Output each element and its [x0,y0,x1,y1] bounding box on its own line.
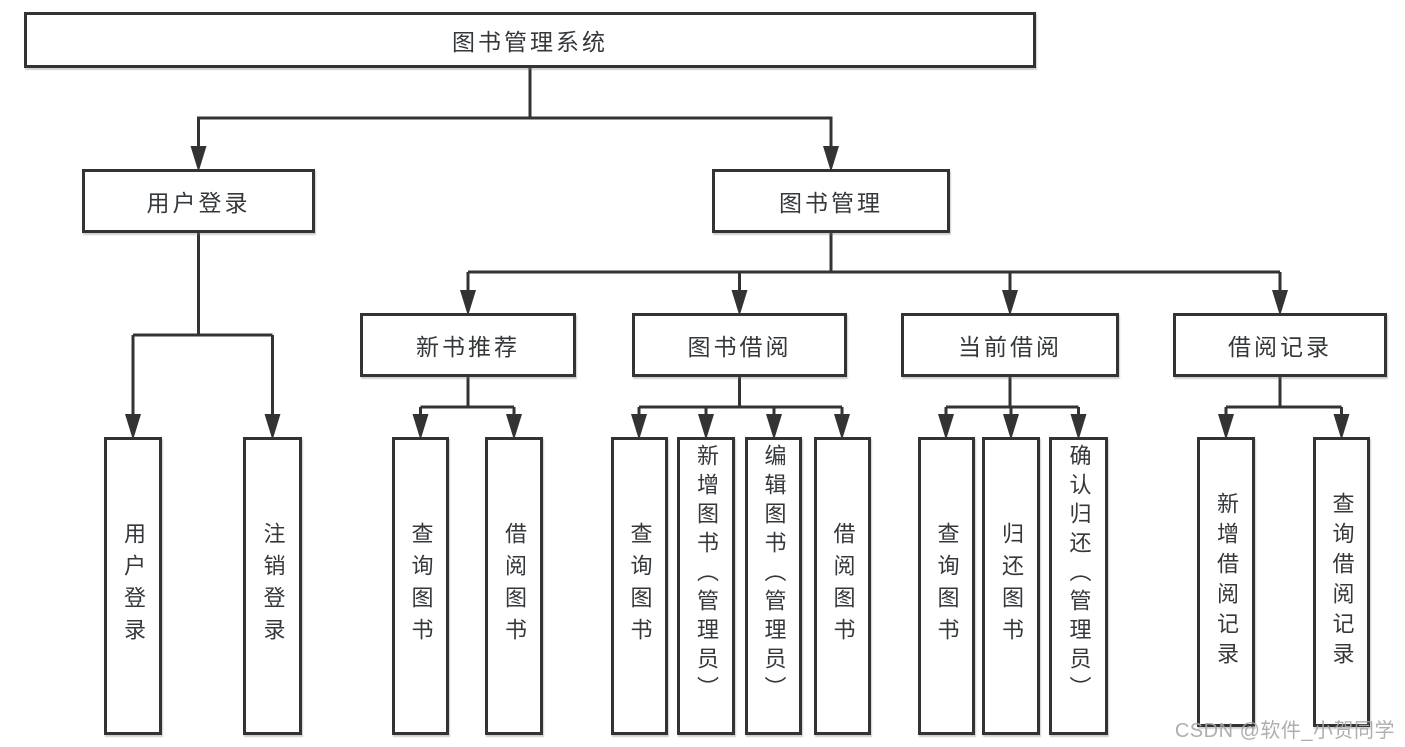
leaf-logout-label: 注销登录 [260,522,286,650]
leaf-add-book-admin: 新增图书（管理员） [677,437,735,735]
leaf-query-borrow-record-label: 查询借阅记录 [1329,492,1355,672]
node-book-borrow-label: 图书借阅 [687,334,792,360]
connector-current-borrow-to-leaves [938,377,1087,440]
connector-book-management-to-level3 [460,233,1288,316]
leaf-borrow-books-borrow-label: 借阅图书 [830,522,856,650]
node-new-book-recommend-label: 新书推荐 [416,334,520,360]
leaf-query-borrow-record: 查询借阅记录 [1313,437,1370,727]
leaf-add-book-admin-label: 新增图书（管理员） [694,444,719,705]
leaf-borrow-books-recommend: 借阅图书 [485,437,543,735]
arrowhead [731,290,748,316]
connector-user-login-to-leaves [125,233,281,440]
leaf-query-books-recommend: 查询图书 [392,437,449,735]
arrowhead [412,414,429,440]
arrowhead [766,414,782,440]
leaf-edit-book-admin: 编辑图书（管理员） [745,437,802,735]
connector-borrow-records-to-leaves [1218,377,1350,440]
arrowhead [698,414,714,440]
arrowhead [631,414,647,440]
leaf-return-book-label: 归还图书 [999,522,1024,650]
node-user-login-label: 用户登录 [146,190,251,216]
leaf-edit-book-admin-label: 编辑图书（管理员） [761,444,787,705]
arrowhead [125,414,141,440]
leaf-query-books-current-label: 查询图书 [934,522,960,650]
leaf-return-book: 归还图书 [982,437,1040,735]
node-root-label: 图书管理系统 [452,29,608,55]
node-new-book-recommend: 新书推荐 [360,313,576,377]
arrowhead [460,290,476,316]
watermark: CSDN @软件_小贺同学 [1174,720,1395,742]
connector-book-borrow-to-leaves [631,377,850,440]
node-book-management-label: 图书管理 [779,190,883,216]
leaf-add-borrow-record-label: 新增借阅记录 [1214,492,1239,672]
leaf-logout: 注销登录 [243,437,302,735]
node-user-login: 用户登录 [82,169,315,233]
node-root: 图书管理系统 [24,12,1036,68]
arrowhead [506,414,522,440]
node-book-borrow: 图书借阅 [632,313,847,377]
arrowhead [938,414,954,440]
arrowhead [1272,290,1288,316]
node-current-borrow-label: 当前借阅 [958,334,1062,360]
arrowhead [264,414,281,440]
arrowhead [1333,414,1350,440]
arrowhead [190,146,207,172]
leaf-borrow-books-borrow: 借阅图书 [814,437,871,735]
connector-new-book-recommend-to-leaves [412,377,522,440]
node-book-management: 图书管理 [712,169,950,233]
leaf-query-books-borrow-label: 查询图书 [627,522,653,650]
node-borrow-records-label: 借阅记录 [1228,334,1332,360]
leaf-confirm-return-admin-label: 确认归还（管理员） [1066,444,1092,705]
leaf-query-books-recommend-label: 查询图书 [408,522,434,650]
leaf-user-login: 用户登录 [104,437,162,735]
leaf-confirm-return-admin: 确认归还（管理员） [1049,437,1108,735]
node-borrow-records: 借阅记录 [1173,313,1387,377]
arrowhead [1218,414,1234,440]
leaf-query-books-borrow: 查询图书 [611,437,668,735]
node-current-borrow: 当前借阅 [901,313,1119,377]
arrowhead [834,414,850,440]
leaf-add-borrow-record: 新增借阅记录 [1197,437,1255,727]
arrowhead [823,146,839,172]
arrowhead [1070,414,1087,440]
leaf-user-login-label: 用户登录 [121,522,146,650]
arrowhead [1003,414,1019,440]
leaf-query-books-current: 查询图书 [918,437,975,735]
arrowhead [1002,290,1018,316]
connector-root-to-level2 [190,68,839,172]
leaf-borrow-books-recommend-label: 借阅图书 [502,522,527,650]
